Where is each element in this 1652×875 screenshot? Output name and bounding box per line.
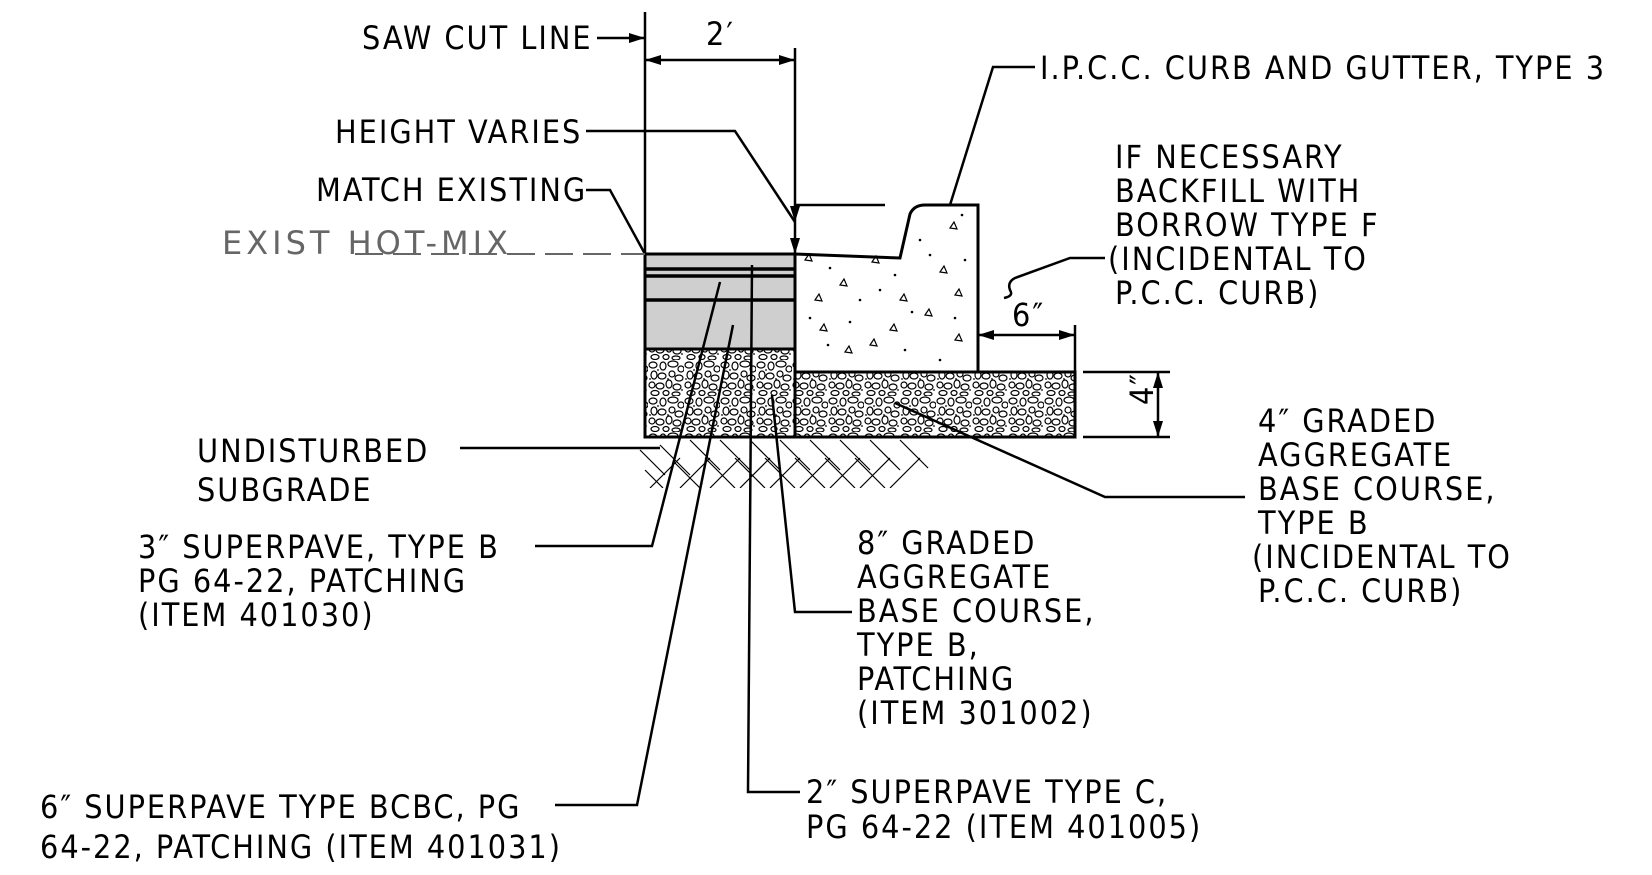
superpave-2in-line-1: 2″ SUPERPAVE TYPE C, <box>806 773 1168 811</box>
superpave-3in-line-2: PG 64-22, PATCHING <box>138 562 467 600</box>
superpave-3in-line-3: (ITEM 401030) <box>138 596 375 634</box>
curb-gutter-label: I.P.C.C. CURB AND GUTTER, TYPE 3 <box>1040 49 1606 87</box>
dim-4in-arrow-bottom <box>1153 421 1163 437</box>
superpave-2in-leader <box>746 264 800 794</box>
graded-8in-leader <box>770 394 852 614</box>
graded-8in-line-5: PATCHING <box>857 660 1015 698</box>
graded-4in-leader <box>894 401 1245 499</box>
graded-aggregate-4in <box>793 370 1077 439</box>
superpave-3in-line-1: 3″ SUPERPAVE, TYPE B <box>138 528 500 566</box>
height-varies-leader <box>586 129 797 223</box>
backfill-line-3: BORROW TYPE F <box>1115 206 1380 244</box>
dim-6in-arrow-left <box>978 330 994 340</box>
backfill-leader <box>1003 256 1105 300</box>
graded-4in-line-5: (INCIDENTAL TO <box>1252 538 1512 576</box>
dim-arrow-right <box>779 55 795 65</box>
graded-4in-line-3: BASE COURSE, <box>1258 470 1497 508</box>
backfill-line-1: IF NECESSARY <box>1115 138 1344 176</box>
dimension-2ft-label: 2′ <box>706 15 735 53</box>
undisturbed-line-2: SUBGRADE <box>197 471 373 509</box>
superpave-2in-line-2: PG 64-22 (ITEM 401005) <box>806 808 1202 846</box>
height-arrow-2 <box>790 238 800 254</box>
graded-8in-line-1: 8″ GRADED <box>857 524 1036 562</box>
superpave-6in-line-2: 64-22, PATCHING (ITEM 401031) <box>40 828 562 866</box>
backfill-line-5: P.C.C. CURB) <box>1115 274 1320 312</box>
graded-4in-line-2: AGGREGATE <box>1258 436 1453 474</box>
undisturbed-line-1: UNDISTURBED <box>197 432 429 470</box>
superpave-6in-leader <box>555 324 735 807</box>
dim-4in-label: 4″ <box>1123 372 1161 405</box>
graded-8in-line-4: TYPE B, <box>856 626 980 664</box>
dim-arrow-left <box>645 55 661 65</box>
backfill-line-4: (INCIDENTAL TO <box>1108 240 1368 278</box>
height-varies-label: HEIGHT VARIES <box>335 113 582 151</box>
exist-hot-mix-label: EXIST HOT-MIX <box>222 224 512 262</box>
subgrade-hatch <box>639 439 931 488</box>
graded-8in-line-3: BASE COURSE, <box>857 592 1096 630</box>
graded-8in-line-6: (ITEM 301002) <box>857 694 1094 732</box>
backfill-line-2: BACKFILL WITH <box>1115 172 1361 210</box>
match-existing-leader <box>586 188 647 255</box>
dim-6in-label: 6″ <box>1012 296 1045 334</box>
saw-cut-line-label: SAW CUT LINE <box>362 19 593 57</box>
dim-4in-arrow-top <box>1153 372 1163 388</box>
dim-6in-arrow-right <box>1059 330 1075 340</box>
graded-4in-line-4: TYPE B <box>1257 504 1370 542</box>
curb-gutter-leader <box>948 65 1035 206</box>
graded-4in-line-6: P.C.C. CURB) <box>1258 572 1463 610</box>
pcc-curb-and-gutter <box>793 203 980 374</box>
superpave-6in-line-1: 6″ SUPERPAVE TYPE BCBC, PG <box>40 788 521 826</box>
graded-8in-line-2: AGGREGATE <box>857 558 1052 596</box>
graded-4in-line-1: 4″ GRADED <box>1258 402 1437 440</box>
concrete-stipple <box>803 220 963 354</box>
match-existing-label: MATCH EXISTING <box>316 171 587 209</box>
saw-cut-arrow <box>629 33 645 43</box>
concrete-dots <box>808 213 967 362</box>
superpave-3in-leader <box>535 281 722 548</box>
height-varies-arrow <box>790 206 800 222</box>
